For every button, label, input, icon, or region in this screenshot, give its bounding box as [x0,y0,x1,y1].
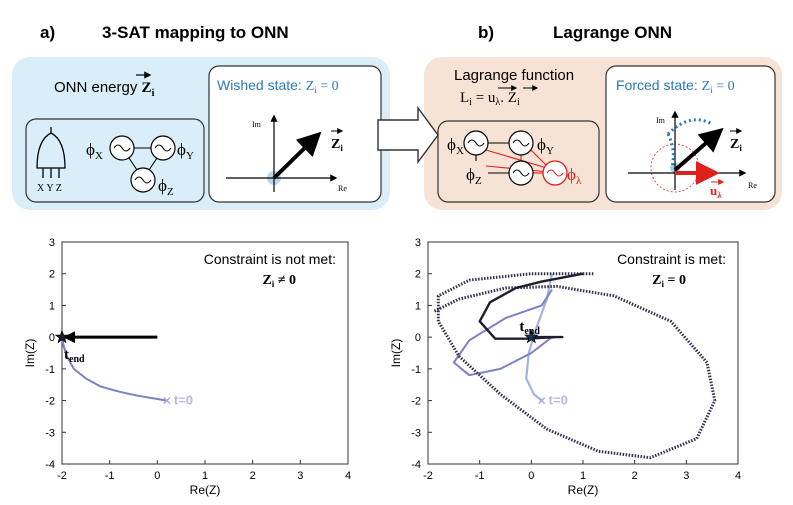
panel-a-title: 3-SAT mapping to ONN [102,23,289,42]
phi-lambda-label: ϕλ [567,165,582,187]
lagrange-equation: Li = uλ. Zi [460,90,520,108]
constraint-annotation-line2: Zi ≠ 0 [262,273,296,289]
wished-state-label: Wished state: Zi = 0 [217,77,339,95]
y-tick-label: -1 [45,364,55,376]
x-tick-label: -2 [423,470,433,482]
phasor-diagram-a [226,114,338,192]
panel-a-letter: a) [40,23,55,42]
t0-marker [163,397,171,405]
y-tick-label: 2 [415,269,421,281]
y-tick-label: 2 [49,269,55,281]
y-tick-label: 3 [415,237,421,249]
phi-z-label-b: ϕZ [466,165,482,187]
y-tick-label: -2 [411,396,421,408]
y-tick-label: -3 [45,427,55,439]
x-axis-label: Re(Z) [190,483,221,497]
trajectory-series-2 [452,289,553,377]
x-tick-label: -1 [105,470,115,482]
x-axis-label: Re(Z) [568,483,599,497]
phi-x-label-b: ϕX [447,135,464,157]
phasor-z-label-b: Zi [730,137,742,153]
y-tick-label: -3 [411,427,421,439]
x-tick-label: -1 [475,470,485,482]
transition-arrow [377,105,439,165]
trajectory-series-4 [478,272,584,340]
onn-energy-label: ONN energy Zi [54,79,155,99]
oscillator-y-b [508,130,534,156]
y-tick-label: 1 [49,300,55,312]
phasor-u-label-b: uλ [710,183,722,200]
y-tick-label: -2 [45,396,55,408]
phasor-re-label-a: Re [338,184,347,193]
trajectory-plot-a: -2 -1 0 1 2 3 4 3 2 1 0 -1 -2 -3 -4Re(Z) Im(Z) t=0 tend Co… [23,237,351,497]
phasor-im-label-a: Im [252,120,262,129]
oscillator-network-box-b [437,120,600,203]
x-tick-label: 1 [202,470,208,482]
forced-state-box [605,65,776,203]
phasor-re-label-b: Re [748,181,757,190]
oscillator-lambda [542,160,568,186]
oscillator-z-b [508,160,534,186]
y-tick-label: 3 [49,237,55,249]
x-tick-label: 2 [632,470,638,482]
x-tick-label: 2 [250,470,256,482]
y-tick-label: 0 [49,332,55,344]
y-tick-label: 1 [415,300,421,312]
t0-label: t=0 [549,393,568,408]
panel-b-letter: b) [478,23,494,42]
phasor-z-label-a: Zi [331,137,343,153]
star-marker [524,329,539,344]
x-tick-label: 3 [683,470,689,482]
constraint-annotation-line1: Constraint is met: [617,251,726,267]
t0-label: t=0 [174,393,193,408]
x-tick-label: 0 [528,470,534,482]
trajectory-series-1 [61,336,168,402]
trajectory-plot-b: -2 -1 0 1 2 3 4 3 2 1 0 -1 -2 -3 -4Re(Z) Im(Z) t=0 tend Co… [389,237,741,497]
phasor-im-label-b: Im [656,116,666,125]
plot-frame [61,241,349,465]
t0-marker [538,397,546,405]
trajectory-series-3 [432,272,717,460]
x-tick-label: -2 [57,470,67,482]
forced-state-label: Forced state: Zi = 0 [616,77,735,95]
phi-y-label-a: ϕY [177,140,194,162]
lagrange-label: Lagrange function [454,67,574,84]
oscillator-x [109,135,135,161]
y-tick-label: -1 [411,364,421,376]
gate-inputs-label: X Y Z [37,183,62,194]
y-tick-label: -4 [411,459,421,471]
phasor-diagram-b [628,110,747,193]
constraint-annotation-line1: Constraint is not met: [204,251,336,267]
oscillator-network-box-a [25,118,205,203]
phi-y-label-b: ϕY [537,135,554,157]
constraint-annotation-line2: Zi = 0 [652,273,686,289]
panel-b-title: Lagrange ONN [553,23,672,42]
oscillator-x-b [463,130,489,156]
oscillator-z [130,167,156,193]
tend-label: tend [519,319,540,337]
oscillator-couplings-a [128,147,158,171]
schematic-figure: a) 3-SAT mapping to ONN b) Lagrange ONN … [12,23,782,210]
oscillator-y [150,135,176,161]
star-marker [54,329,70,344]
x-tick-label: 1 [580,470,586,482]
phi-x-label-a: ϕX [86,140,103,162]
y-axis-label: Im(Z) [23,339,37,368]
y-tick-label: -4 [45,459,55,471]
or-gate-icon [36,127,66,178]
y-axis-label: Im(Z) [389,339,403,368]
phi-z-label-a: ϕZ [158,176,174,198]
x-tick-label: 3 [297,470,303,482]
tend-label: tend [64,347,85,365]
y-tick-label: 0 [415,332,421,344]
x-tick-label: 4 [735,470,741,482]
plot-frame [427,241,739,465]
x-tick-label: 0 [154,470,160,482]
x-tick-label: 4 [345,470,351,482]
